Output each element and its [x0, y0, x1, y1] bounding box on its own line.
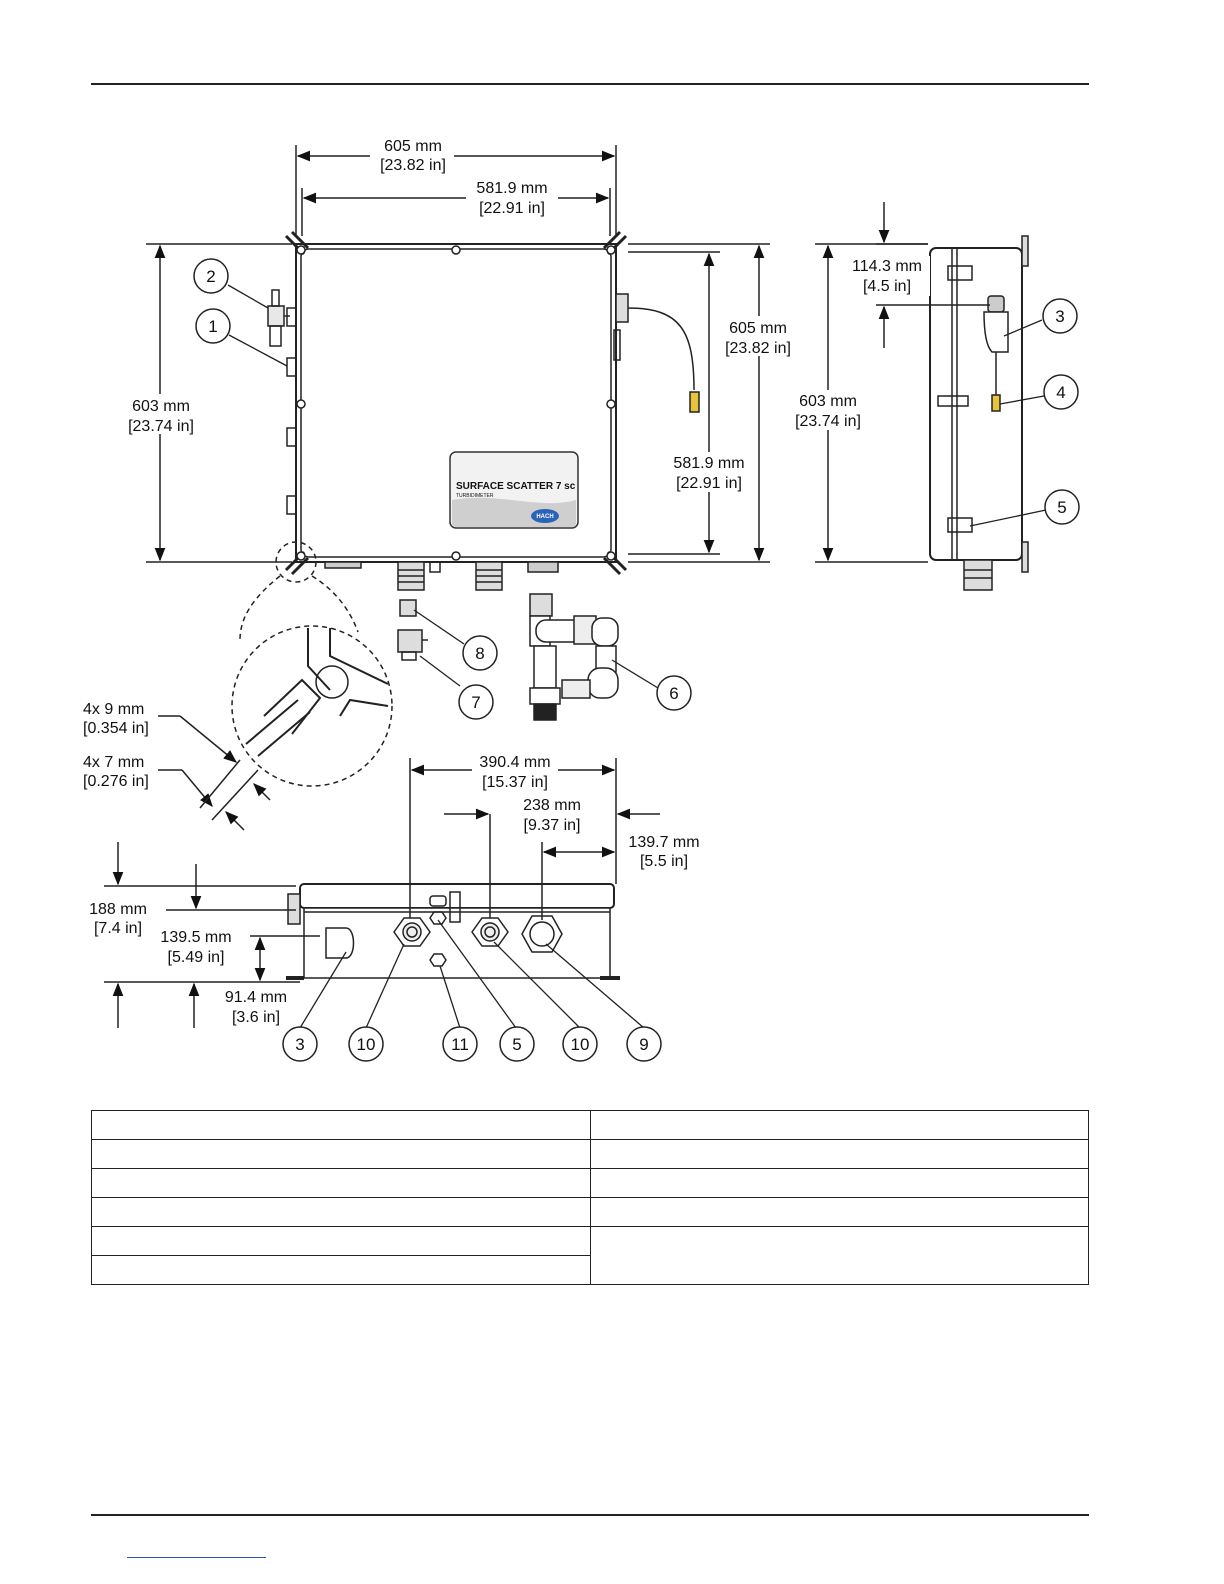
- side-view: [929, 235, 1029, 591]
- table-cell: [91, 1168, 591, 1198]
- table-cell: [91, 1226, 591, 1256]
- callout-9-label: 9: [639, 1035, 648, 1054]
- callout-8: 8: [462, 635, 498, 671]
- callout-3-side: 3: [1042, 298, 1078, 334]
- table-cell: [91, 1255, 591, 1285]
- hach-logo-text: HACH: [536, 514, 553, 520]
- callout-10-right: 10: [562, 1026, 598, 1062]
- span-139-7-in: [5.5 in]: [640, 853, 688, 870]
- height-right-inner-in: [22.91 in]: [676, 475, 742, 492]
- callout-4-label: 4: [1056, 383, 1065, 402]
- span-390-in: [15.37 in]: [482, 774, 548, 791]
- side-top-offset-mm: 114.3 mm: [852, 258, 922, 275]
- span-390-mm: 390.4 mm: [479, 754, 550, 771]
- height-left-in: [23.74 in]: [128, 418, 194, 435]
- side-height-in: [23.74 in]: [795, 413, 861, 430]
- height-91-4-in: [3.6 in]: [232, 1009, 280, 1026]
- callout-1: 1: [195, 308, 231, 344]
- hole-inner-mm: 4x 7 mm: [83, 754, 144, 771]
- height-188-in: [7.4 in]: [94, 920, 142, 937]
- width-outer-in: [23.82 in]: [380, 157, 446, 174]
- callout-7: 7: [458, 684, 494, 720]
- table-cell: [589, 1226, 1089, 1285]
- callout-10-right-label: 10: [571, 1035, 590, 1054]
- hole-inner-in: [0.276 in]: [83, 773, 149, 790]
- callout-5-side: 5: [1044, 489, 1080, 525]
- callout-6: 6: [656, 675, 692, 711]
- footer-rule: [91, 1514, 1089, 1516]
- callout-leaders: [227, 284, 1047, 1029]
- callout-10-left-label: 10: [357, 1035, 376, 1054]
- table-cell: [91, 1139, 591, 1169]
- callout-11-label: 11: [451, 1035, 469, 1054]
- footer-link-underline[interactable]: [127, 1557, 266, 1558]
- span-238-mm: 238 mm: [523, 797, 581, 814]
- table-row: [91, 1226, 1089, 1285]
- callout-3-bottom: 3: [282, 1026, 318, 1062]
- callout-1-label: 1: [208, 317, 217, 336]
- table-row: [91, 1255, 1089, 1285]
- callout-5-bottom-label: 5: [512, 1035, 521, 1054]
- side-height-mm: 603 mm: [799, 393, 857, 410]
- callout-4: 4: [1043, 374, 1079, 410]
- height-right-outer-mm: 605 mm: [729, 320, 787, 337]
- bottom-dimensions: [104, 758, 660, 1028]
- callout-3-bottom-label: 3: [295, 1035, 304, 1054]
- dimension-diagram: SURFACE SCATTER 7 sc TURBIDIMETER HACH 6…: [83, 138, 1080, 1062]
- table-row: [91, 1168, 1089, 1198]
- bottom-view: [286, 883, 620, 980]
- header-rule: [91, 83, 1089, 85]
- height-139-5-in: [5.49 in]: [168, 949, 225, 966]
- callout-9: 9: [626, 1026, 662, 1062]
- callout-5-bottom: 5: [499, 1026, 535, 1062]
- nameplate: SURFACE SCATTER 7 sc TURBIDIMETER HACH: [449, 451, 579, 529]
- callout-10-left: 10: [348, 1026, 384, 1062]
- side-top-offset-in: [4.5 in]: [863, 278, 911, 295]
- callout-6-label: 6: [669, 684, 678, 703]
- nameplate-title: SURFACE SCATTER 7 sc: [456, 481, 576, 492]
- hole-outer-in: [0.354 in]: [83, 720, 149, 737]
- table-cell: [589, 1197, 1089, 1227]
- hach-logo-icon: [531, 509, 559, 523]
- callout-2-label: 2: [206, 267, 215, 286]
- span-139-7-mm: 139.7 mm: [628, 834, 699, 851]
- width-inner-in: [22.91 in]: [479, 200, 545, 217]
- height-right-outer-in: [23.82 in]: [725, 340, 791, 357]
- height-188-mm: 188 mm: [89, 901, 147, 918]
- callout-11: 11: [442, 1026, 478, 1062]
- callout-2: 2: [193, 258, 229, 294]
- front-view: [267, 230, 700, 591]
- loose-parts: [397, 593, 619, 721]
- legend-table: [91, 1110, 1089, 1285]
- callout-5-side-label: 5: [1057, 498, 1066, 517]
- hole-outer-mm: 4x 9 mm: [83, 701, 144, 718]
- span-238-in: [9.37 in]: [524, 817, 581, 834]
- callout-8-label: 8: [475, 644, 484, 663]
- height-left-mm: 603 mm: [132, 398, 190, 415]
- height-91-4-mm: 91.4 mm: [225, 989, 287, 1006]
- table-cell: [589, 1139, 1089, 1169]
- nameplate-subtitle: TURBIDIMETER: [456, 493, 494, 499]
- detail-view: [158, 541, 393, 831]
- table-row: [91, 1139, 1089, 1169]
- callout-3-side-label: 3: [1055, 307, 1064, 326]
- width-inner-mm: 581.9 mm: [476, 180, 547, 197]
- height-139-5-mm: 139.5 mm: [160, 929, 231, 946]
- table-cell: [589, 1110, 1089, 1140]
- table-row: [91, 1197, 1089, 1227]
- width-outer-mm: 605 mm: [384, 138, 442, 155]
- table-cell: [589, 1168, 1089, 1198]
- table-cell: [91, 1110, 591, 1140]
- table-cell: [91, 1197, 591, 1227]
- callout-7-label: 7: [471, 693, 480, 712]
- table-row: [91, 1110, 1089, 1140]
- height-right-inner-mm: 581.9 mm: [673, 455, 744, 472]
